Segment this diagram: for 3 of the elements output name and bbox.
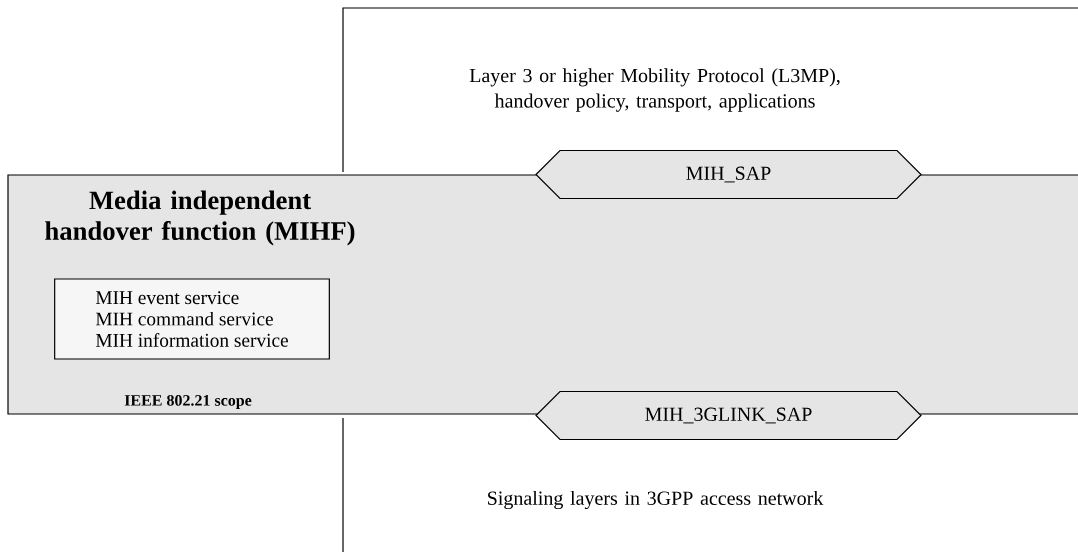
service-box: MIH event service MIH command service MIH information service bbox=[54, 278, 330, 360]
sap-hexagon: MIH_SAP bbox=[535, 149, 922, 200]
sap-hexagon: MIH_3GLINK_SAP bbox=[535, 390, 922, 441]
